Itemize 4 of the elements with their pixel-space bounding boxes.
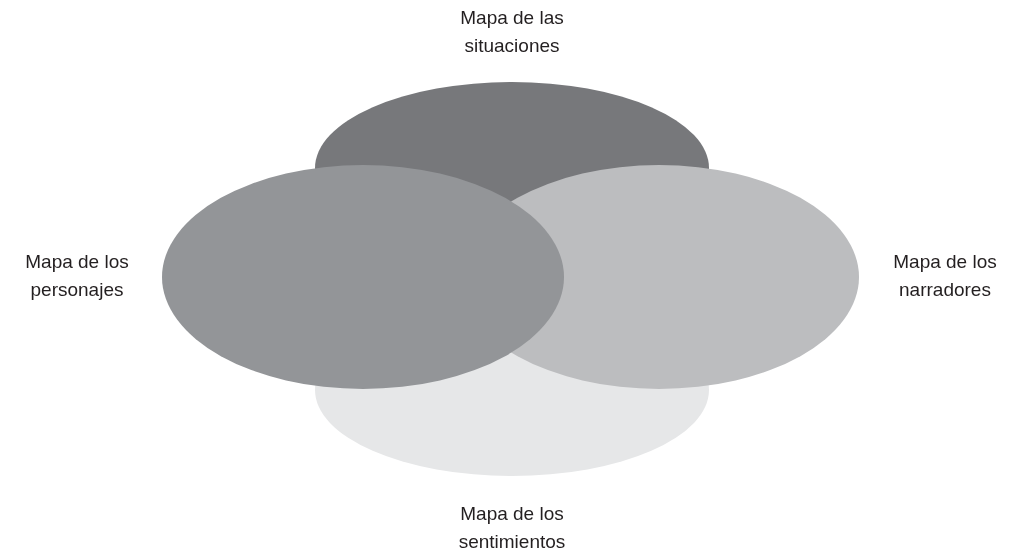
ellipse-label: Mapa de los sentimientos xyxy=(457,502,567,553)
ellipse-label: Mapa de los personajes xyxy=(24,250,130,302)
ellipse-label: Mapa de los narradores xyxy=(892,250,998,302)
ellipse-label: Mapa de las situaciones xyxy=(459,6,565,58)
